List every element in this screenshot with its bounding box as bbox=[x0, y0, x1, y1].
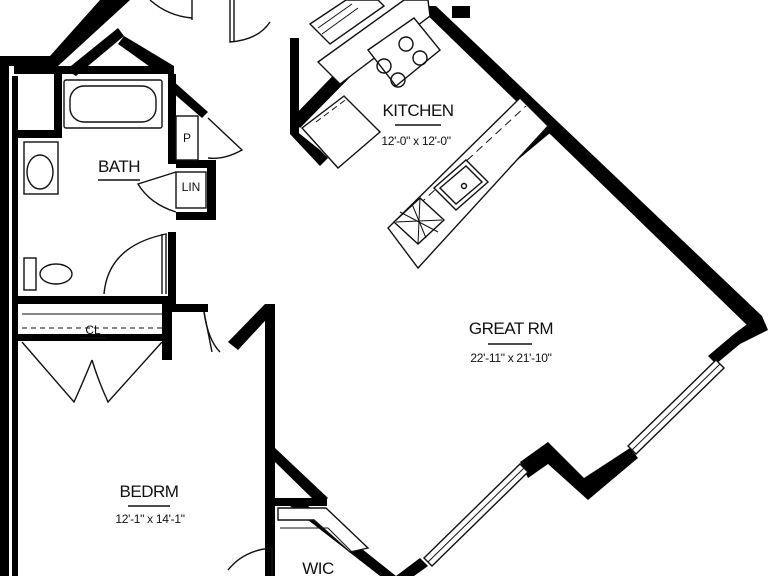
great-room-label: GREAT RM bbox=[469, 319, 553, 338]
bedroom-right-wall bbox=[265, 304, 275, 576]
bath-door bbox=[103, 233, 167, 295]
bath-label: BATH bbox=[98, 157, 140, 176]
bedroom-dimensions: 12'-1" x 14'-1" bbox=[115, 512, 184, 526]
bathtub bbox=[63, 79, 163, 129]
pantry-label: P bbox=[183, 131, 191, 145]
burner-icon bbox=[412, 50, 428, 66]
top-right-exterior-wall bbox=[418, 6, 762, 328]
bath-right-diagonal bbox=[172, 80, 208, 118]
wic-shelf bbox=[277, 507, 370, 553]
bottom-corner-wall bbox=[396, 558, 428, 576]
upper-counter bbox=[316, 0, 431, 85]
range bbox=[366, 17, 441, 87]
top-left-diagonal-wall bbox=[0, 0, 130, 66]
pantry-door bbox=[207, 117, 244, 160]
labels: KITCHEN 12'-0" x 12'-0" GREAT RM 22'-11"… bbox=[80, 101, 554, 576]
pantry-left-wall bbox=[168, 74, 176, 164]
wic-label: WIC bbox=[302, 559, 334, 576]
door-swing bbox=[229, 0, 271, 43]
sink-icon bbox=[26, 154, 54, 190]
closet-right-wall bbox=[162, 304, 172, 360]
burner-icon bbox=[376, 58, 392, 74]
doors bbox=[21, 0, 370, 576]
left-exterior-wall bbox=[0, 66, 9, 576]
linen-label: LIN bbox=[182, 180, 201, 194]
bath-vanity-wall bbox=[14, 130, 58, 138]
closet-door bbox=[91, 341, 163, 404]
left-inner-wall bbox=[12, 76, 18, 576]
toilet-icon bbox=[39, 263, 73, 285]
lower-counter bbox=[300, 95, 382, 169]
pantry-bottom-wall bbox=[176, 160, 216, 168]
linen-door bbox=[136, 171, 177, 213]
hall-wall bbox=[168, 304, 208, 312]
kitchen-lower-diagonal bbox=[290, 126, 328, 166]
closet-label: CL bbox=[85, 323, 101, 337]
kitchen-fixtures bbox=[300, 0, 549, 270]
bedroom-entry-diagonal bbox=[228, 304, 275, 350]
drain-icon bbox=[460, 182, 468, 190]
kitchen-label: KITCHEN bbox=[382, 101, 453, 120]
toilet-tank bbox=[23, 257, 37, 291]
windows bbox=[423, 359, 725, 567]
closet-door bbox=[21, 341, 93, 404]
door-swing bbox=[149, 0, 193, 19]
corner-post bbox=[452, 6, 470, 18]
linen-right-wall bbox=[207, 160, 216, 220]
bedroom-label: BEDRM bbox=[120, 482, 179, 501]
bath-upper-diagonal bbox=[66, 28, 124, 76]
great-room-dimensions: 22'-11" x 21'-10" bbox=[470, 351, 551, 365]
wic-door bbox=[227, 547, 273, 571]
burner-icon bbox=[390, 72, 406, 88]
bath-bottom-wall bbox=[14, 296, 176, 304]
wic-diagonal-wall bbox=[275, 448, 328, 506]
bedroom-door bbox=[203, 311, 221, 353]
bath-door-jamb bbox=[168, 232, 176, 304]
bath-tub-divider bbox=[54, 74, 62, 138]
bottom-zigzag-wall bbox=[520, 442, 638, 500]
right-corner-wall bbox=[708, 316, 768, 364]
linen-bottom-wall bbox=[176, 212, 216, 220]
refrigerator bbox=[308, 0, 386, 45]
bath-corner-wall bbox=[118, 36, 174, 74]
pantry-shelf bbox=[175, 115, 199, 161]
burner-icon bbox=[398, 36, 414, 52]
linen-shelf bbox=[175, 171, 207, 209]
bath-fixtures bbox=[23, 79, 207, 291]
bath-top-wall bbox=[14, 66, 174, 74]
kitchen-left-wall bbox=[290, 38, 299, 134]
kitchen-dimensions: 12'-0" x 12'-0" bbox=[381, 134, 450, 148]
